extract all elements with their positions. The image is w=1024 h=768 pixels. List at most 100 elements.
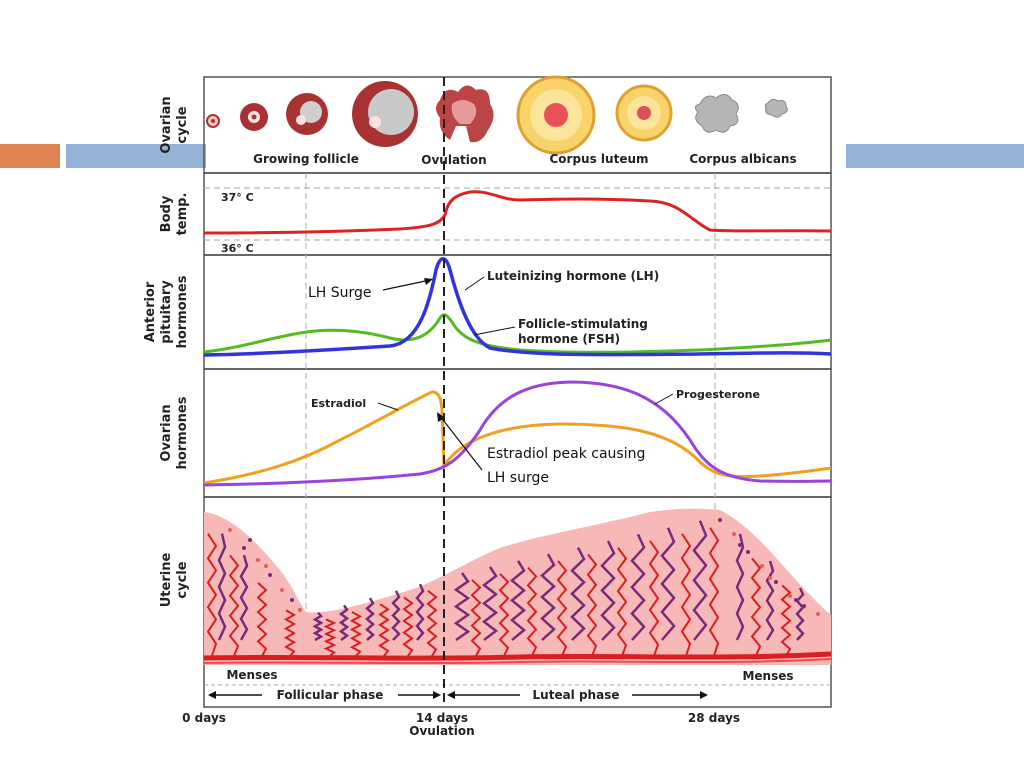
follicular-phase-label: Follicular phase — [277, 688, 384, 702]
shed-tissue-dot — [816, 612, 820, 616]
spiral-artery — [283, 609, 297, 657]
axis-day28: 28 days — [688, 711, 740, 725]
basal-vein — [203, 658, 832, 665]
luteal-arrowhead-right — [700, 691, 708, 699]
follicular-arrowhead-right — [433, 691, 441, 699]
body-temp-title: Body temp. — [159, 193, 190, 236]
spiral-artery — [708, 527, 720, 657]
lh-surge-arrowhead — [424, 278, 433, 285]
temp-high-label: 37° C — [221, 191, 254, 204]
uterine-cycle-title: Uterine cycle — [159, 553, 190, 608]
spiral-artery — [526, 566, 538, 657]
spiral-artery — [256, 582, 268, 657]
shed-tissue-dot — [788, 594, 792, 598]
lh-label-leader — [464, 276, 485, 291]
spiral-artery — [426, 589, 438, 657]
corpus-albicans-large-icon — [694, 94, 739, 133]
endometrial-glands — [217, 520, 805, 642]
shed-tissue-dot — [248, 538, 252, 542]
shed-tissue-dot — [298, 608, 302, 612]
shed-tissue-dot — [768, 576, 772, 580]
gland — [795, 587, 805, 641]
estradiol-peak-arrow — [439, 415, 483, 471]
menses-right-label: Menses — [742, 669, 793, 683]
shed-tissue-dot — [268, 573, 272, 577]
svg-text:Anterior: Anterior — [143, 281, 158, 342]
stage-label-corpus-luteum: Corpus luteum — [550, 152, 649, 166]
shed-tissue-dot — [242, 546, 246, 550]
svg-text:hormones: hormones — [175, 275, 190, 348]
gland — [365, 597, 375, 641]
follicular-arrowhead-left — [208, 691, 216, 699]
spiral-artery — [648, 540, 660, 657]
basal-artery — [203, 651, 832, 661]
lh-surge-arrow — [382, 279, 431, 291]
menstrual-shedding-dots — [228, 518, 820, 616]
gland — [735, 533, 745, 641]
accent-bar-orange — [0, 144, 60, 168]
spiral-artery — [556, 560, 568, 657]
small-follicle-icon — [206, 114, 220, 128]
axis-day0: 0 days — [182, 711, 226, 725]
mature-follicle-icon — [352, 81, 418, 147]
svg-text:hormones: hormones — [175, 396, 190, 469]
shed-tissue-dot — [280, 588, 284, 592]
shed-tissue-dot — [746, 550, 750, 554]
shed-tissue-dot — [256, 558, 260, 562]
corpus-luteum-icon — [516, 75, 596, 155]
lh-curve — [203, 257, 832, 357]
spiral-artery — [378, 603, 390, 657]
spiral-artery — [470, 579, 482, 657]
estradiol-callout-line2: LH surge — [487, 470, 549, 486]
secondary-follicle-icon — [286, 93, 328, 135]
shed-tissue-dot — [760, 564, 764, 568]
temp-low-label: 36° C — [221, 242, 254, 255]
spiral-artery — [228, 554, 240, 657]
menses-left-label: Menses — [226, 668, 277, 682]
diagram-frame — [203, 76, 832, 708]
primary-follicle-icon — [240, 103, 268, 131]
stage-label-corpus-albicans: Corpus albicans — [689, 152, 796, 166]
gland — [570, 546, 586, 641]
pituitary-title: Anterior pituitary hormones — [143, 275, 190, 348]
svg-text:cycle: cycle — [175, 561, 190, 598]
spiral-artery — [616, 547, 628, 657]
shed-tissue-dot — [228, 528, 232, 532]
shed-tissue-dot — [290, 598, 294, 602]
progesterone-curve — [203, 380, 832, 487]
shed-tissue-dot — [738, 543, 742, 547]
luteal-arrowhead-left — [447, 691, 455, 699]
accent-bar-blue-left — [66, 144, 206, 168]
shed-tissue-dot — [794, 598, 798, 602]
svg-text:temp.: temp. — [175, 193, 190, 236]
body-temp-curve — [203, 190, 832, 235]
luteal-phase-label: Luteal phase — [533, 688, 620, 702]
gland — [692, 520, 708, 641]
spiral-artery — [498, 573, 510, 657]
spiral-arteries — [206, 527, 792, 657]
spiral-artery — [680, 533, 692, 657]
spiral-artery — [586, 553, 598, 657]
shed-tissue-dot — [264, 564, 268, 568]
svg-text:Body: Body — [159, 195, 174, 232]
gland — [481, 566, 499, 641]
fsh-curve — [203, 313, 832, 354]
corpus-albicans-small-icon — [764, 98, 788, 118]
stage-label-growing-follicle: Growing follicle — [253, 152, 359, 166]
estradiol-label-leader — [377, 402, 399, 411]
fsh-label-leader — [473, 326, 516, 336]
shed-tissue-dot — [732, 532, 736, 536]
spiral-artery — [780, 584, 792, 657]
shed-tissue-dot — [802, 604, 806, 608]
fsh-label-line1: Follicle-stimulating — [518, 317, 648, 331]
svg-text:Ovarian: Ovarian — [159, 96, 174, 153]
gland — [453, 572, 471, 642]
axis-day14-ovulation: Ovulation — [409, 724, 474, 738]
spiral-artery — [206, 533, 218, 657]
stage-label-ovulation: Ovulation — [421, 153, 486, 167]
ruptured-follicle-icon — [436, 85, 494, 143]
lh-label: Luteinizing hormone (LH) — [487, 269, 659, 283]
accent-bar-blue-right — [846, 144, 1024, 168]
progesterone-label-leader — [654, 393, 674, 405]
